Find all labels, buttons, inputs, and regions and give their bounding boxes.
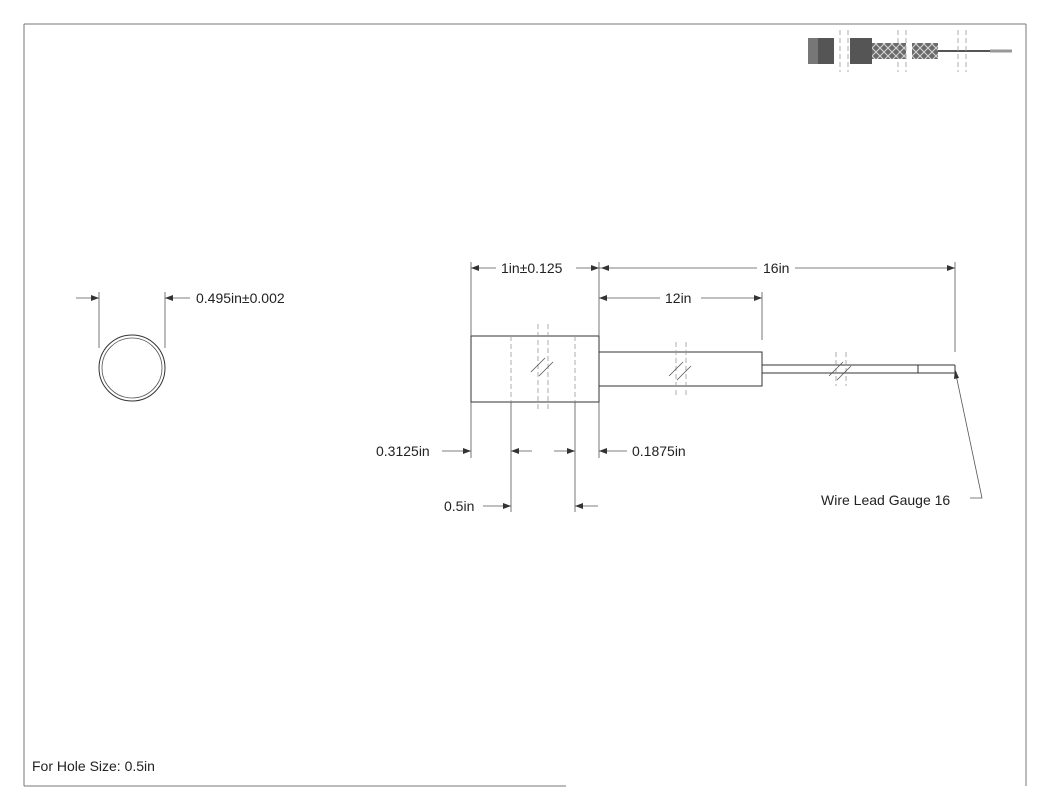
end-view: 0.495in±0.002 [76,290,285,402]
side-view: 1in±0.125 16in 12in 0.3125in 0.1875in [376,260,983,514]
sheath-length-label: 12in [665,290,691,306]
wire-lead-label: Wire Lead Gauge 16 [821,492,950,508]
probe-outer-circle [98,334,166,402]
drawing-frame [23,23,1027,787]
probe-inner-circle [101,337,163,399]
probe-body [470,335,600,403]
probe-length-label: 1in±0.125 [501,260,563,276]
offset-left-label: 0.3125in [376,443,430,459]
diameter-label: 0.495in±0.002 [196,290,285,306]
segment-label: 0.5in [444,498,474,514]
wire-lead [762,352,956,386]
offset-right-label: 0.1875in [632,443,686,459]
total-length-label: 16in [763,260,789,276]
hole-size-note: For Hole Size: 0.5in [32,758,155,774]
preview-thumbnail [808,30,1012,72]
sheath [598,351,763,387]
